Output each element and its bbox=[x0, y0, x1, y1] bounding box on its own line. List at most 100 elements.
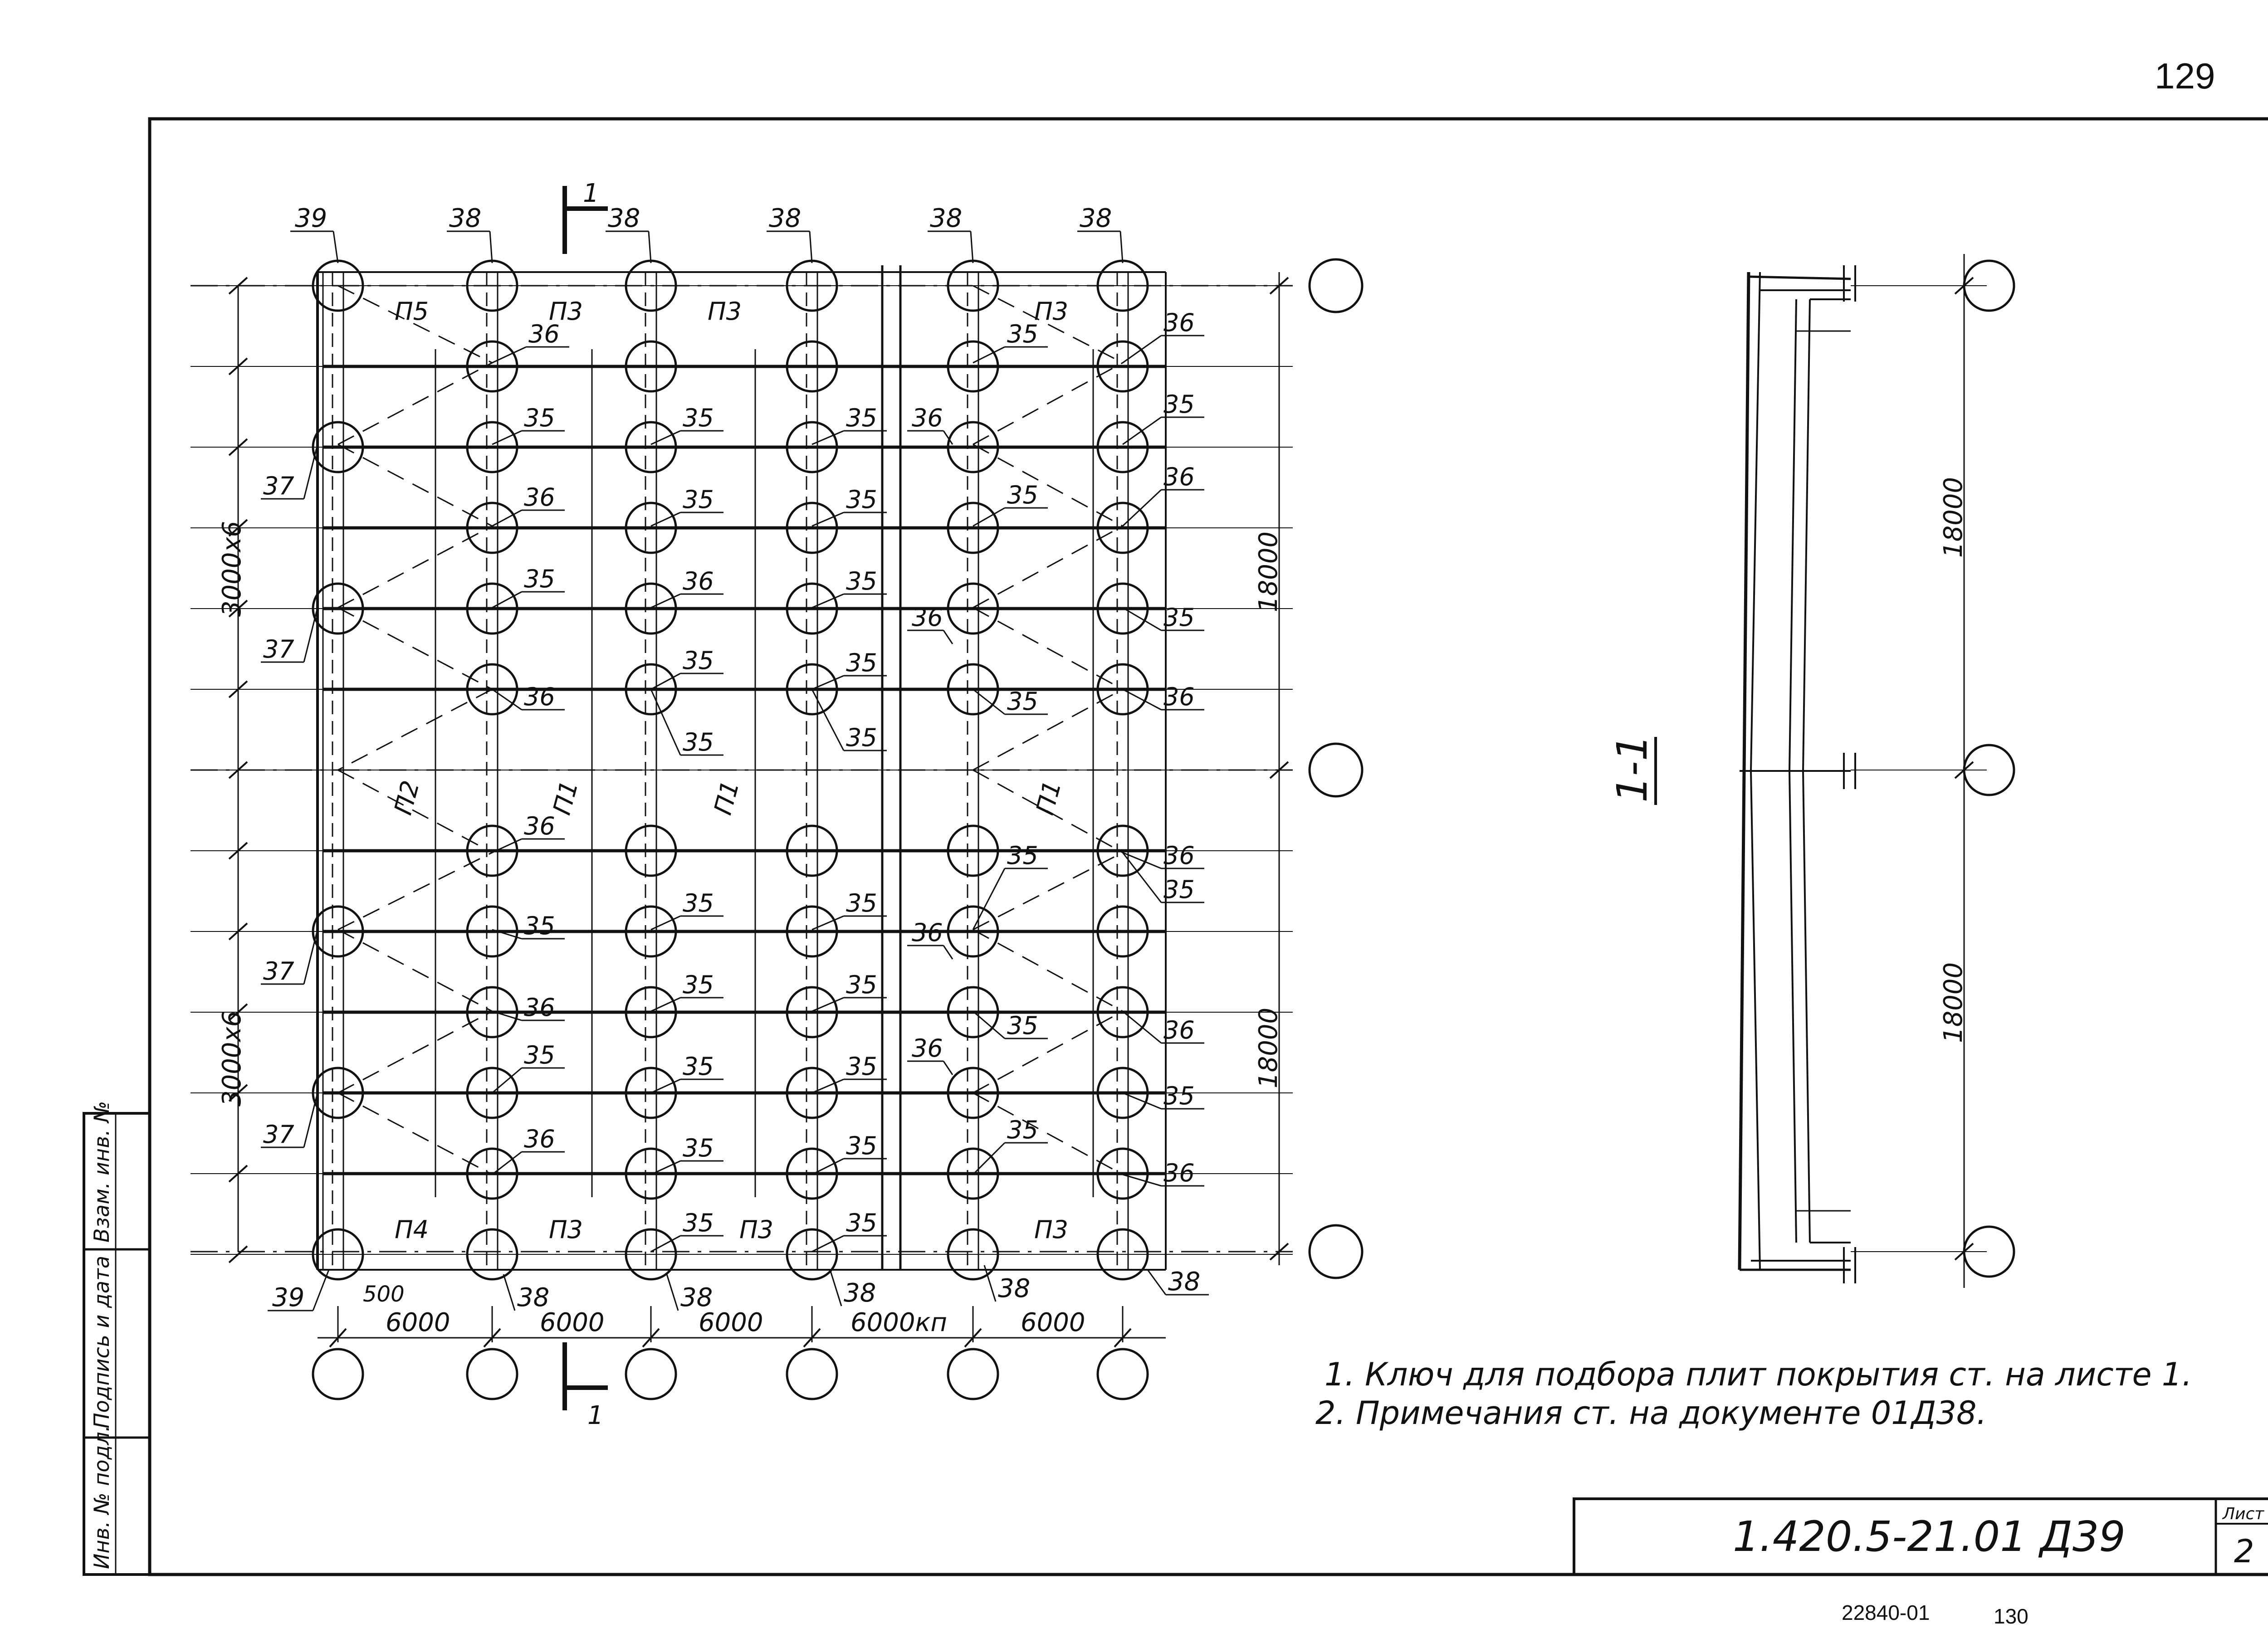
sheet-label: Лист bbox=[2222, 1505, 2264, 1523]
column-node bbox=[1096, 824, 1149, 877]
node-code-label: 35 bbox=[1007, 841, 1038, 870]
axis-bubble bbox=[312, 1348, 364, 1400]
leader-line bbox=[809, 231, 813, 263]
column-node bbox=[1096, 1228, 1149, 1281]
leader-line bbox=[666, 1274, 679, 1311]
section-roof-inner bbox=[1750, 770, 1761, 1270]
node-code-label: 35 bbox=[846, 970, 877, 999]
column-node bbox=[786, 340, 838, 393]
dimension-label-18000: 18000 bbox=[1254, 531, 1283, 612]
leader-line bbox=[811, 593, 844, 609]
section-truss-line bbox=[1802, 770, 1811, 1243]
bracing-diagonal bbox=[337, 1092, 493, 1175]
leader-line bbox=[650, 673, 681, 690]
panel-mark: П2 bbox=[389, 778, 425, 818]
node-code-label: 36 bbox=[524, 812, 555, 840]
axis-bubble bbox=[466, 1348, 518, 1400]
leader-line bbox=[1122, 1092, 1162, 1110]
column-node bbox=[1096, 582, 1149, 635]
leader-line bbox=[312, 1269, 330, 1311]
column-node bbox=[1096, 421, 1149, 473]
leader-line bbox=[1122, 1174, 1162, 1187]
bracing-diagonal bbox=[973, 769, 1123, 853]
axis-bubble bbox=[786, 1348, 838, 1400]
column-node bbox=[1096, 502, 1149, 554]
leader-line bbox=[811, 512, 844, 527]
column-node bbox=[625, 1067, 677, 1119]
node-code-label: 36 bbox=[1163, 463, 1195, 491]
leader-line bbox=[1122, 852, 1162, 903]
column-node bbox=[625, 502, 677, 554]
section-truss-line bbox=[1789, 770, 1797, 1243]
leader-line bbox=[650, 1078, 681, 1094]
dimension-tick bbox=[228, 1245, 248, 1263]
bracing-diagonal bbox=[973, 1092, 1123, 1175]
panel-mark: П3 bbox=[708, 297, 742, 326]
leader-line bbox=[503, 1274, 516, 1311]
node-code-label: 35 bbox=[846, 1131, 877, 1160]
leader-line bbox=[972, 1142, 1006, 1175]
leader-line bbox=[943, 430, 953, 445]
bracing-diagonal bbox=[337, 362, 493, 445]
node-code-label: 35 bbox=[1163, 390, 1195, 419]
stamp-cell-replaces: Взам. инв. № bbox=[89, 1101, 114, 1243]
panel-mark: П4 bbox=[395, 1215, 429, 1244]
node-code-label: 35 bbox=[846, 648, 877, 677]
axis-bubble bbox=[1308, 1224, 1364, 1279]
sheet-frame bbox=[148, 117, 2268, 1576]
dimension-tick bbox=[1269, 277, 1289, 295]
leader-line bbox=[492, 346, 527, 364]
node-label-39: 39 bbox=[272, 1283, 304, 1312]
column-node bbox=[466, 824, 518, 877]
dimension-tick bbox=[228, 519, 248, 537]
column-node bbox=[466, 1147, 518, 1200]
leader-line bbox=[811, 1235, 844, 1253]
leader-line bbox=[492, 838, 522, 853]
axis-bubble bbox=[1963, 259, 2015, 312]
node-label-38: 38 bbox=[1080, 204, 1112, 233]
column-node bbox=[625, 663, 677, 716]
bracing-diagonal bbox=[973, 1010, 1123, 1094]
node-code-label: 35 bbox=[846, 723, 877, 752]
leader-line bbox=[650, 512, 681, 527]
column-node bbox=[947, 986, 999, 1038]
side-stamp: Инв. № подл. Подпись и дата Взам. инв. № bbox=[83, 1101, 151, 1576]
column-node bbox=[947, 340, 999, 393]
leader-line bbox=[1119, 231, 1124, 263]
column-node bbox=[312, 582, 364, 635]
panel-mark: П1 bbox=[1031, 778, 1067, 818]
dimension-tick bbox=[228, 277, 248, 295]
leader-line bbox=[983, 1265, 997, 1302]
node-label-38: 38 bbox=[517, 1283, 549, 1312]
node-code-label: 35 bbox=[1007, 320, 1038, 348]
dimension-tick bbox=[228, 922, 248, 941]
leader-line bbox=[973, 507, 1005, 527]
leader-line bbox=[650, 593, 681, 609]
node-code-label: 35 bbox=[524, 1041, 555, 1069]
leader-line bbox=[303, 1092, 318, 1148]
bracing-diagonal bbox=[973, 929, 1123, 1012]
document-code: 1.420.5-21.01 Д39 bbox=[1733, 1512, 2126, 1561]
leader-line bbox=[829, 1269, 842, 1306]
bracing-diagonal bbox=[337, 929, 493, 1012]
node-code-label: 35 bbox=[846, 567, 877, 595]
node-code-label: 36 bbox=[524, 993, 555, 1022]
node-code-label: 35 bbox=[683, 889, 714, 917]
node-code-label: 35 bbox=[846, 485, 877, 514]
leader-line bbox=[492, 1067, 522, 1094]
leader-line bbox=[303, 929, 318, 985]
bracing-diagonal bbox=[337, 1010, 493, 1094]
node-code-label: 35 bbox=[524, 404, 555, 432]
archive-number: 22840-01 bbox=[1842, 1601, 1930, 1624]
section-roof-inner bbox=[1750, 272, 1761, 771]
column-node bbox=[1096, 905, 1149, 958]
leader-line bbox=[1122, 489, 1162, 527]
column-node bbox=[625, 340, 677, 393]
section-marker-label: 1 bbox=[587, 1401, 604, 1430]
dimension-label-6000: 6000 bbox=[540, 1308, 605, 1337]
leader-line bbox=[970, 231, 974, 263]
dimension-label-3000x6: 3000x6 bbox=[217, 521, 247, 617]
column-node bbox=[947, 1067, 999, 1119]
node-label-38: 38 bbox=[998, 1274, 1030, 1303]
node-code-label: 35 bbox=[524, 565, 555, 593]
